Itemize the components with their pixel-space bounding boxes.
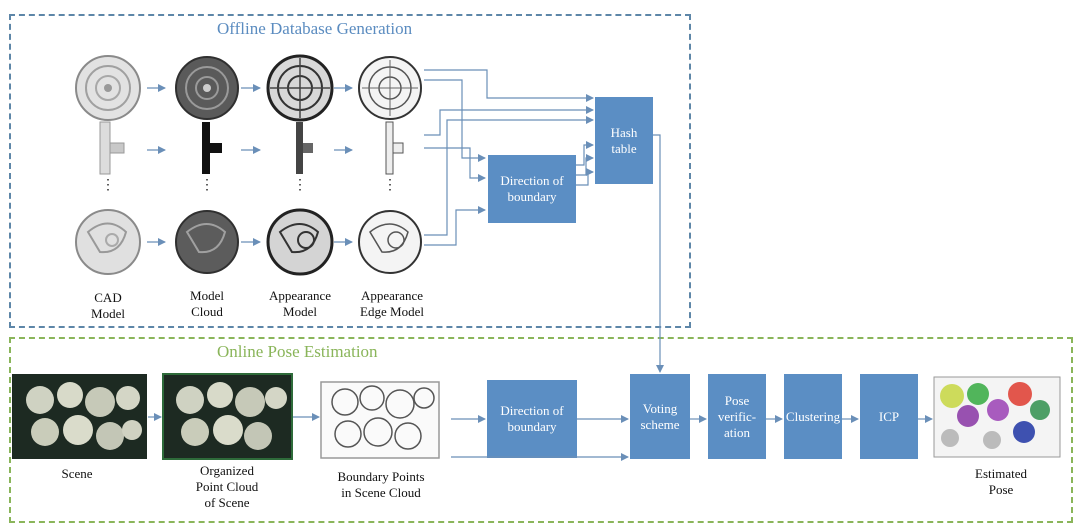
cad-model-bottom-image <box>75 209 141 275</box>
label-cad-model: CAD Model <box>91 290 125 321</box>
model-cloud-side-image <box>202 122 222 174</box>
cad-model-side-image <box>99 121 125 175</box>
boundary-points-image <box>320 381 440 459</box>
label-estimated-pose: Estimated Pose <box>975 466 1027 497</box>
label-organized-point-cloud: Organized Point Cloud of Scene <box>195 463 259 510</box>
label-appearance-edge-model: Appearance Edge Model <box>360 288 424 319</box>
appearance-model-top-image <box>266 54 334 122</box>
offline-title: Offline Database Generation <box>217 19 413 38</box>
appearance-edge-model-side-image <box>385 121 404 175</box>
label-appearance-model: Appearance Model <box>268 288 332 319</box>
online-panel <box>9 337 1073 523</box>
appearance-edge-model-bottom-image <box>358 210 422 274</box>
pose-verification-box: Pose verific-ation <box>708 374 766 459</box>
cad-model-top-image <box>75 55 141 121</box>
model-cloud-top-image <box>175 56 239 120</box>
model-cloud-bottom-image <box>175 210 239 274</box>
label-scene: Scene <box>61 466 93 481</box>
appearance-model-side-image <box>296 122 313 174</box>
scene-image <box>12 374 147 459</box>
estimated-pose-image <box>933 376 1061 458</box>
online-direction-box: Direction of boundary <box>487 380 577 458</box>
label-model-cloud: Model Cloud <box>190 288 224 319</box>
voting-scheme-box: Voting scheme <box>630 374 690 459</box>
appearance-edge-model-top-image <box>358 56 422 120</box>
offline-panel <box>9 14 691 328</box>
organized-point-cloud-image <box>162 373 293 460</box>
online-title: Online Pose Estimation <box>217 342 378 361</box>
label-boundary-points: Boundary Points in Scene Cloud <box>337 469 425 500</box>
offline-direction-box: Direction of boundary <box>488 155 576 223</box>
clustering-box: Clustering <box>784 374 842 459</box>
icp-box: ICP <box>860 374 918 459</box>
hash-table-box: Hash table <box>595 97 653 184</box>
appearance-model-bottom-image <box>266 208 334 276</box>
